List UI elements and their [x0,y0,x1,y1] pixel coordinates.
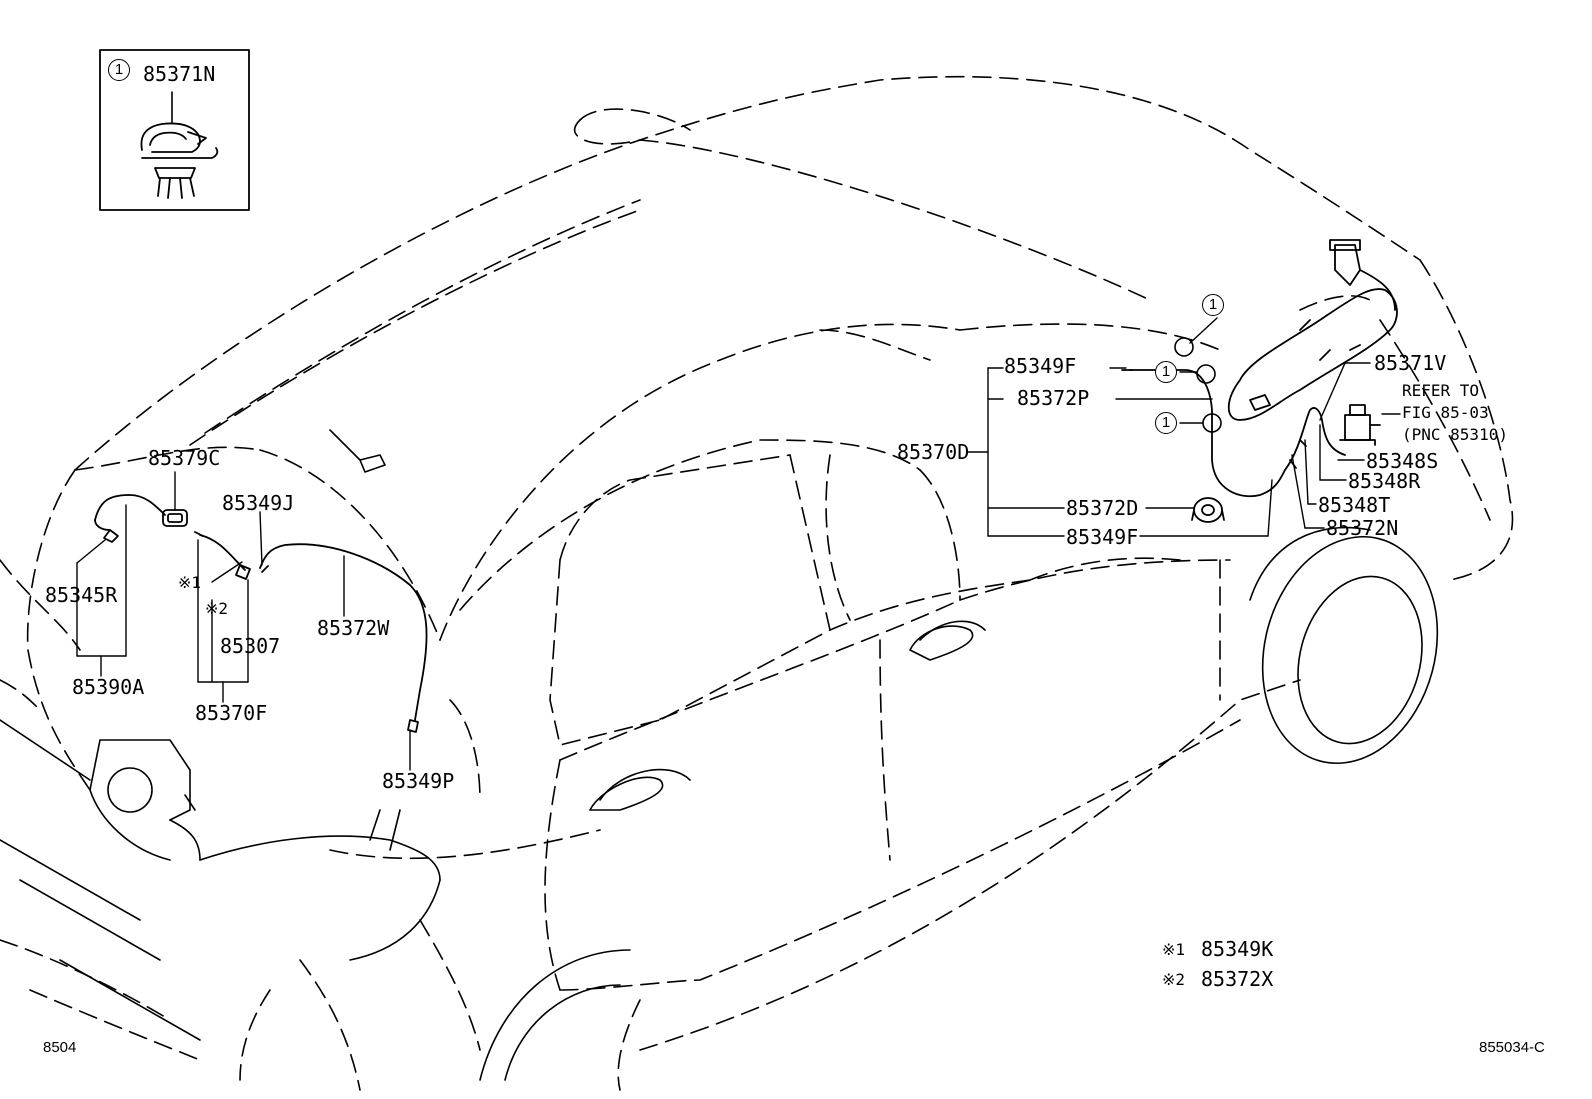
hose-callout-middle: 1 [1155,361,1177,383]
part-label-85349J: 85349J [222,491,295,515]
inset-box [99,49,250,211]
part-label-85371N: 85371N [143,62,216,86]
part-label-85372W: 85372W [317,616,390,640]
leader-lines [76,317,1401,771]
part-label-85348S: 85348S [1366,449,1439,473]
legend-mark-2: ※2 [1162,970,1186,989]
legend-part-85349K: 85349K [1201,937,1274,961]
clip-icon [140,122,219,199]
part-label-85372N: 85372N [1326,516,1399,540]
refer-note-line-3: (PNC 85310) [1402,425,1508,444]
part-label-85348T: 85348T [1318,493,1391,517]
legend-part-85372X: 85372X [1201,967,1274,991]
part-label-85349P: 85349P [382,769,455,793]
inset-callout-marker: 1 [108,59,130,81]
part-label-85307: 85307 [220,634,281,658]
part-label-85370F: 85370F [195,701,268,725]
hose-callout-top: 1 [1202,294,1224,316]
front-washer-hose [94,494,428,733]
part-label-85345R: 85345R [45,583,118,607]
part-label-85349F-bottom: 85349F [1066,525,1139,549]
refer-note-line-2: FIG 85-03 [1402,403,1489,422]
legend-mark-1: ※1 [1162,940,1186,959]
car-body-solid [0,429,1439,1081]
part-label-85348R: 85348R [1348,469,1421,493]
car-body-outline [0,75,1514,1091]
figure-group-code: 8504 [43,1039,77,1056]
rear-washer-hose [1121,239,1398,523]
part-label-85372D: 85372D [1066,496,1139,520]
hose-clip-markers [1174,337,1222,433]
part-label-85349F-top: 85349F [1004,354,1077,378]
part-label-85379C: 85379C [148,446,221,470]
part-label-85372P: 85372P [1017,386,1090,410]
refer-note-line-1: REFER TO [1402,381,1480,400]
note-mark-1: ※1 [178,573,202,592]
part-label-85371V: 85371V [1374,351,1447,375]
note-mark-2: ※2 [205,599,229,618]
part-label-85390A: 85390A [72,675,145,699]
figure-id: 855034-C [1479,1039,1545,1056]
hose-callout-lower: 1 [1155,412,1177,434]
part-label-85370D: 85370D [897,440,970,464]
